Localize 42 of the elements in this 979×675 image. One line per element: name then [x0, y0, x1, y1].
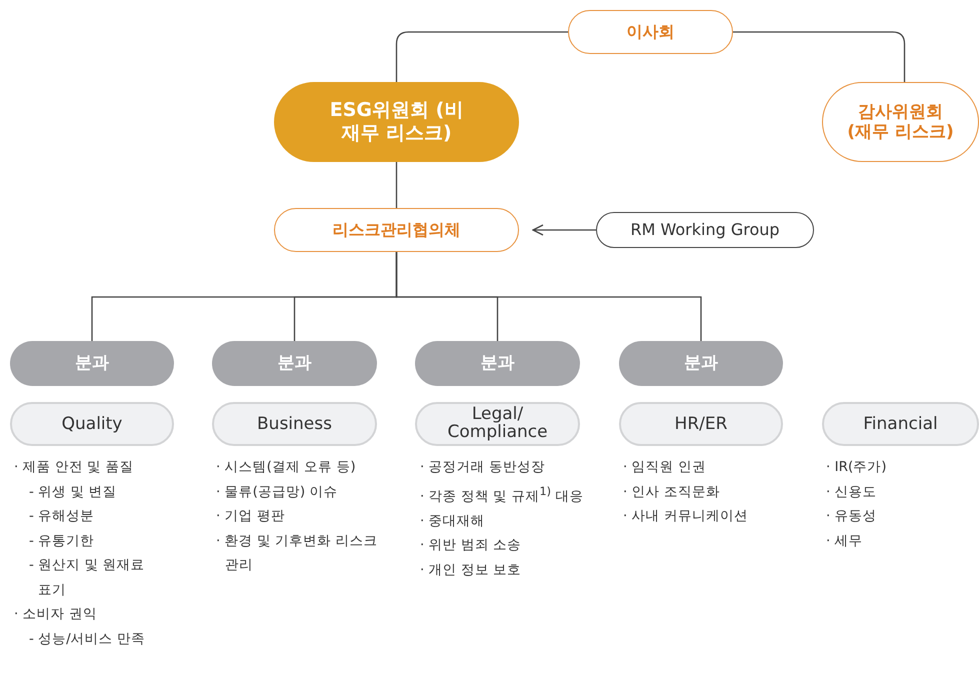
connector-line	[396, 252, 702, 341]
list-item: - 유통기한	[29, 532, 96, 550]
list-item: · 각종 정책 및 규제$^{1)}$ 대응	[420, 484, 584, 506]
category-box: Financial	[822, 402, 979, 446]
list-item: · 세무	[826, 532, 864, 550]
list-item: · 환경 및 기후변화 리스크 관리	[216, 532, 378, 575]
committee-box: 감사위원회 (재무 리스크)	[822, 82, 979, 162]
org-box: 이사회	[568, 10, 733, 54]
division-box: 분과	[619, 341, 783, 386]
connector-line	[733, 31, 906, 82]
council-box: 리스크관리협의체	[274, 208, 519, 252]
division-box: 분과	[10, 341, 174, 386]
list-item: · 사내 커뮤니케이션	[623, 507, 749, 526]
list-item: · 신용도	[826, 482, 878, 502]
connector-line	[396, 162, 398, 208]
committee-box: ESG위원회 (비재무 리스크)	[274, 82, 519, 162]
list-item: - 원산지 및 원재료 표기	[29, 556, 146, 600]
list-item: · 소비자 권익	[14, 605, 98, 624]
list-item: · 제품 안전 및 품질	[14, 458, 134, 477]
list-item: · 개인 정보 보호	[420, 560, 522, 580]
list-item: · 인사 조직문화	[623, 482, 721, 502]
list-item: - 성능/서비스 만족	[29, 630, 146, 648]
list-item: · 물류(공급망) 이슈	[216, 482, 338, 502]
list-item: · 중대재해	[420, 512, 486, 530]
category-box: Legal/ Compliance	[415, 402, 580, 446]
list-item: · 유동성	[826, 507, 878, 526]
division-box: 분과	[212, 341, 377, 386]
list-item: · IR(주가)	[826, 458, 888, 477]
category-box: Business	[212, 402, 377, 446]
list-item: - 위생 및 변질	[29, 482, 118, 502]
list-item: · 위반 범죄 소송	[420, 536, 522, 555]
list-item: · 공정거래 동반성장	[420, 458, 546, 477]
list-item: · 시스템(결제 오류 등)	[216, 458, 357, 477]
list-item: · 임직원 인권	[623, 458, 707, 477]
category-box: HR/ER	[619, 402, 783, 446]
division-box: 분과	[415, 341, 580, 386]
working-group-box: RM Working Group	[596, 212, 814, 248]
connector-line	[396, 31, 568, 82]
list-item: - 유해성분	[29, 507, 96, 526]
category-box: Quality	[10, 402, 174, 446]
arrow	[532, 224, 596, 236]
list-item: · 기업 평판	[216, 507, 286, 526]
